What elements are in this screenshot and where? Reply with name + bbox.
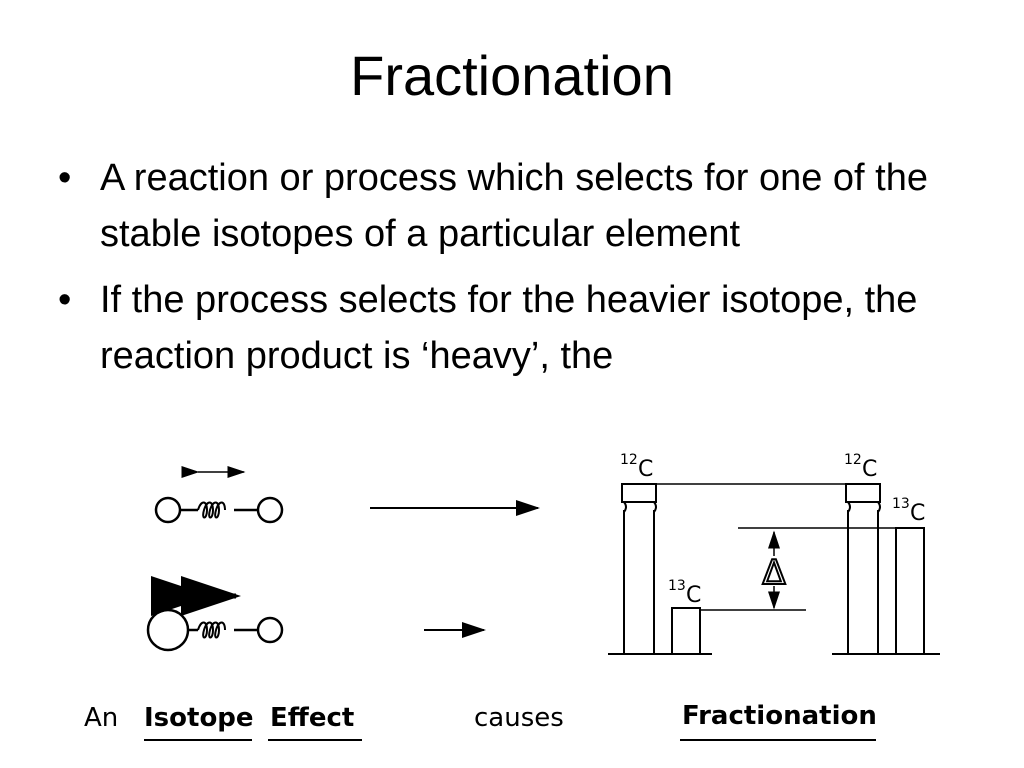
bond-spring-icon xyxy=(197,621,226,639)
bar-break-cap xyxy=(845,483,881,503)
atom-circle xyxy=(154,496,182,524)
c12-right-element: C xyxy=(862,457,877,482)
bar-break-mark xyxy=(847,501,881,513)
bullet-text: A reaction or process which selects for … xyxy=(100,157,928,255)
c12-bar xyxy=(847,510,879,654)
c13-bar xyxy=(671,607,701,655)
caption-an: An xyxy=(84,703,118,733)
bullet-marker: • xyxy=(58,157,72,199)
bullet-item: • A reaction or process which selects fo… xyxy=(58,150,958,262)
light-molecule-diagram xyxy=(154,466,284,524)
isotope-fractionation-figure: Δ 12 C 13 C 12 C 13 C An Isotope Effect … xyxy=(0,448,1024,768)
isotope-labels: 12 C 13 C 12 C 13 C xyxy=(620,452,925,608)
caption-causes: causes xyxy=(474,703,564,733)
heavy-molecule-diagram xyxy=(146,576,284,652)
caption-fractionation: Fractionation xyxy=(682,701,877,731)
reactant-bars xyxy=(608,483,712,655)
atom-circle xyxy=(256,616,284,644)
bullet-list: • A reaction or process which selects fo… xyxy=(58,150,958,394)
bond-spring-icon xyxy=(197,501,226,519)
c12-left-mass: 12 xyxy=(620,452,638,468)
caption-isotope: Isotope xyxy=(144,703,254,733)
figure-caption: An Isotope Effect causes Fractionation xyxy=(84,701,877,741)
c13-right-mass: 13 xyxy=(892,496,910,512)
atom-circle xyxy=(146,608,190,652)
c13-right-element: C xyxy=(910,501,925,526)
slide-title: Fractionation xyxy=(350,44,674,107)
c12-left-element: C xyxy=(638,457,653,482)
atom-circle xyxy=(256,496,284,524)
c13-left-element: C xyxy=(686,583,701,608)
bullet-text: If the process selects for the heavier i… xyxy=(100,279,918,377)
bullet-marker: • xyxy=(58,279,72,321)
bar-break-cap xyxy=(621,483,657,503)
c12-bar xyxy=(623,510,655,654)
c12-right-mass: 12 xyxy=(844,452,862,468)
product-bars xyxy=(832,483,940,655)
c13-left-mass: 13 xyxy=(668,578,686,594)
caption-effect: Effect xyxy=(270,703,354,733)
bar-break-mark xyxy=(623,501,657,513)
figure-drawing: Δ 12 C 13 C 12 C 13 C An Isotope Effect … xyxy=(84,452,940,741)
delta-symbol: Δ xyxy=(762,553,785,593)
c13-bar xyxy=(895,527,925,655)
bullet-item: • If the process selects for the heavier… xyxy=(58,272,958,384)
